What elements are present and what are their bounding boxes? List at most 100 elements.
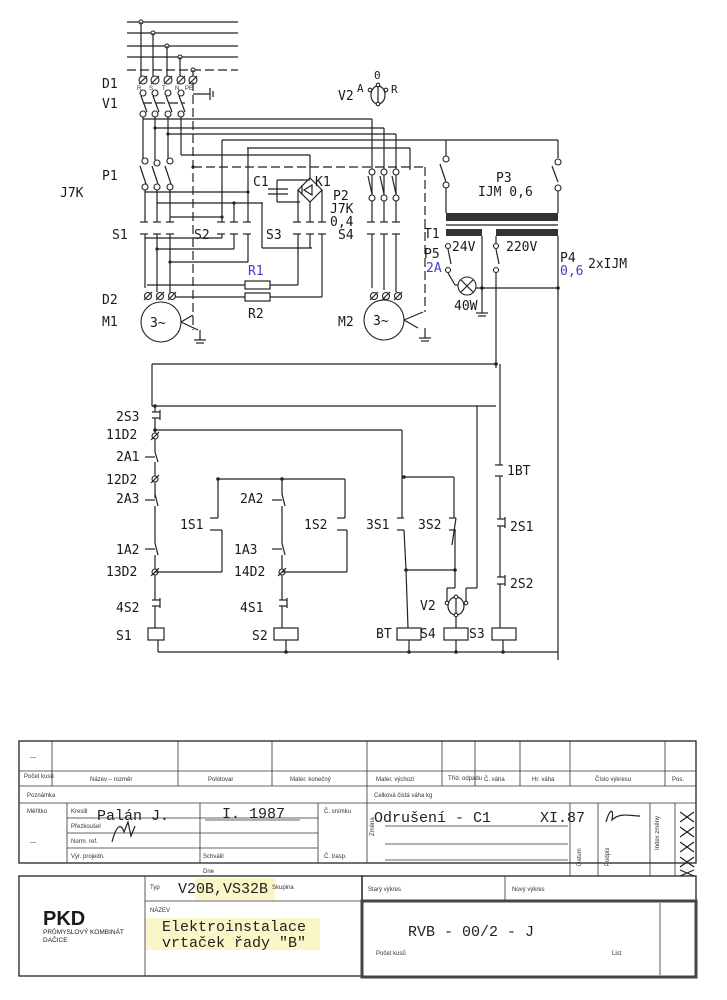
header-hr-vaha: Hr. váha [532,777,555,783]
label-coil-s2: S2 [252,629,268,644]
label-2s3: 2S3 [116,410,139,425]
label-kreslil: Kreslil [71,809,87,815]
terminal-label-s: S [149,86,153,92]
nazev-line-2: vrtaček řady "B" [162,935,306,952]
terminal-label-r: R [137,86,142,92]
coil-bt-icon [396,627,422,641]
drawing-number: RVB - 00/2 - J [408,924,534,941]
logo-pkd: PKD [43,908,85,930]
selector-position-r: R [391,83,398,96]
label-meritko: Měřítko [27,809,48,815]
motor-m1: D2 M1 3~ [102,291,206,344]
label-14d2: 14D2 [234,565,265,580]
label-3s1: 3S1 [366,518,389,533]
label-poznamka: Poznámka [27,793,56,799]
label-pocet-kusu-bottom: Počet kusů [376,950,406,957]
zmena-date: XI.87 [540,810,585,827]
control-circuit: 2S3 11D2 2A1 12D2 2A3 1A2 13D2 4S2 S1 [106,362,558,654]
label-list: List [612,951,622,957]
label-p5-rating: 2A [426,261,442,276]
label-novy-vykres: Nový výkres [512,887,545,893]
selector-position-a: A [357,82,364,95]
label-skupina: Skupina [272,885,294,891]
label-13d2: 13D2 [106,565,137,580]
label-1s1: 1S1 [180,518,203,533]
label-coil-s3: S3 [469,627,485,642]
label-schvalil: Schválil [203,854,224,860]
label-24v: 24V [452,240,476,255]
label-1bt: 1BT [507,464,531,479]
label-stary-vykres: Starý výkres [368,887,401,893]
signature-icon [111,819,136,843]
header-nazev-rozmer: Název – rozměr [90,777,132,783]
label-2s2: 2S2 [510,577,533,592]
label-p4-rating: 0,6 [560,264,583,279]
label-3s2: 3S2 [418,518,441,533]
label-11d2: 11D2 [106,428,137,443]
company-logo: PKD PRŮMYSLOVÝ KOMBINÁT DAČICE [43,908,124,944]
kreslil-value: Palán J. [97,808,169,825]
transformer-secondary-220v-icon [496,229,558,236]
label-coil-s1: S1 [116,629,132,644]
label-1a2: 1A2 [116,543,139,558]
label-v2-control: V2 [420,599,436,614]
label-4s2: 4S2 [116,601,139,616]
label-podpis: Podpis [605,848,611,866]
label-p5: P5 [424,247,440,262]
typ-value: V20B,VS32B [178,881,268,898]
label-d2: D2 [102,293,118,308]
label-t1: T1 [424,227,440,242]
header-pocet-kusu: Počet kusů [24,773,54,780]
label-norm-ref: Norm. ref. [71,839,98,845]
label-s4: S4 [338,228,354,243]
label-m1: M1 [102,315,118,330]
motor-feed-wires [144,234,397,298]
label-c-trasp: Č. trasp. [324,853,347,860]
motor-m2: M2 3~ [338,167,431,342]
transformer-section: P3 IJM 0,6 T1 P5 2A 24V 220V 40W P4 0,6 … [424,140,627,660]
label-dne: Dne [203,869,215,875]
coil-s3-icon [491,627,517,641]
distribution-wires [142,117,558,170]
label-p1: P1 [102,169,118,184]
label-12d2: 12D2 [106,473,137,488]
resistors: R1 R2 [244,264,271,322]
power-bus [127,19,238,78]
meritko-value: — [30,840,36,846]
label-r2: R2 [248,307,264,322]
label-index-zmeny: Index změny [655,816,661,850]
breaker-p1: P1 J7K [60,140,263,222]
header-mater-konecny: Mater. konečný [290,777,331,783]
terminal-block-d1: D1 R S T N PE [102,75,214,100]
label-1s2: 1S2 [304,518,327,533]
label-k1: K1 [315,175,331,190]
capacitor-c1-and-rectifier-k1: C1 K1 P2 J7K 0,4 [253,155,354,249]
label-2s1: 2S1 [510,520,533,535]
motor-m1-symbol: 3~ [150,316,166,331]
label-d1: D1 [102,77,118,92]
label-prezkousel: Přezkoušel [71,824,101,830]
label-p2: P2 [333,189,349,204]
label-s3: S3 [266,228,282,243]
label-c-snimku: Č. snímku [324,808,351,815]
label-r1: R1 [248,264,264,279]
label-zmena: Změna [370,817,376,836]
transformer-secondary-24v-icon [446,229,482,236]
label-coil-s4: S4 [420,627,436,642]
label-nazev: NÁZEV [150,907,170,914]
label-220v: 220V [506,240,537,255]
label-s1: S1 [112,228,128,243]
label-2a2: 2A2 [240,492,263,507]
company-name-line-1: PRŮMYSLOVÝ KOMBINÁT [43,927,124,936]
coil-s1-icon [147,627,165,641]
nazev-line-1: Elektroinstalace [162,919,306,936]
terminal-label-n: N [175,86,179,92]
change-signature-icon [605,810,641,823]
qty-dash: — [30,755,36,761]
resistor-r2-icon [244,292,271,302]
header-c-vaha: Č. váha [484,776,505,783]
label-coil-bt: BT [376,627,392,642]
title-block: — Počet kusů Název – rozměr Polotovar Ma… [18,740,698,979]
terminal-screw-icons [138,75,198,85]
